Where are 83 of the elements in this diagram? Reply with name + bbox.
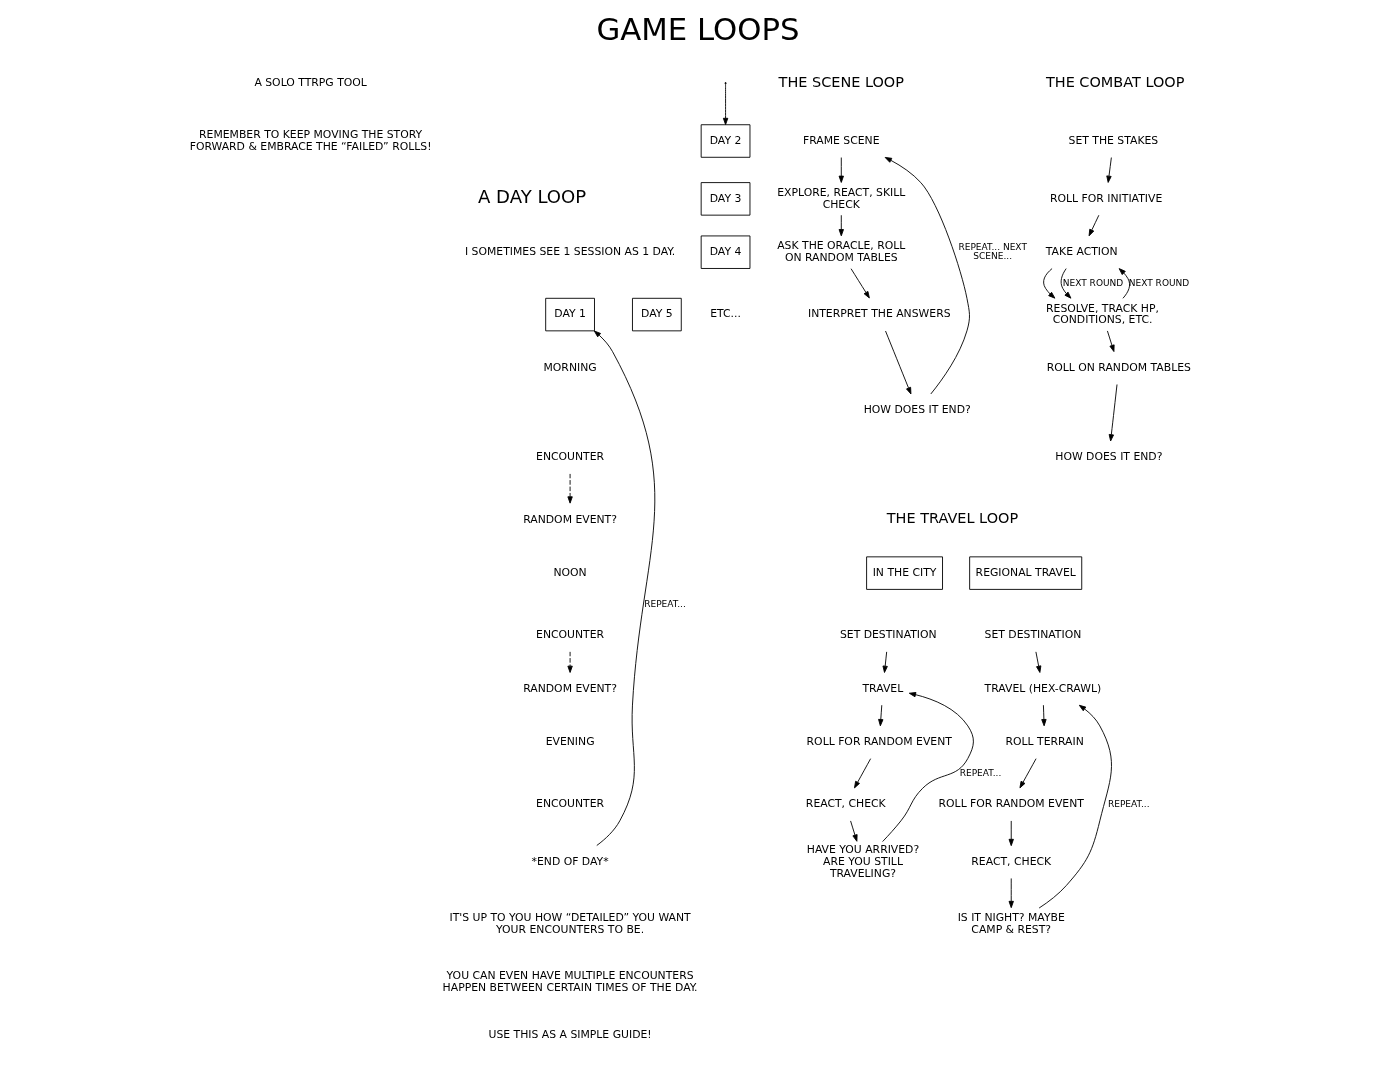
arrow [1106,157,1112,183]
node-box: DAY 2 [700,124,751,158]
node-text: EXPLORE, REACT, SKILL CHECK [777,185,906,211]
arrow [1019,758,1037,789]
arrow [854,758,872,789]
arrow [882,692,974,843]
node-text: FRAME SCENE [802,133,880,147]
node-text: REACT, CHECK [971,854,1052,868]
arrow [1043,268,1056,299]
arrow [1088,214,1100,237]
arrow [850,268,870,299]
arrow [1041,704,1047,727]
node-text: INTERPRET THE ANSWERS [807,307,951,321]
node-text: NOON [553,565,587,579]
edge-label: REPEAT... [644,598,686,609]
edge-label: REPEAT... [959,767,1002,778]
node-text: ENCOUNTER [536,797,605,811]
node-text: EVENING [545,734,595,748]
node-text: *END OF DAY* [531,854,609,868]
node-box: IN THE CITY [866,556,943,590]
arrow [878,704,884,727]
node-text: HOW DOES IT END? [1055,450,1163,464]
edge-label: NEXT ROUND [1128,277,1190,288]
node-text: IS IT NIGHT? MAYBE CAMP & REST? [957,911,1065,937]
node-box: REGIONAL TRAVEL [969,556,1083,590]
node-box: DAY 5 [632,297,682,332]
arrow [882,651,888,673]
node-text: TAKE ACTION [1045,245,1118,259]
label: A SOLO TTRPG TOOL [254,75,367,89]
label: IT'S UP TO YOU HOW “DETAILED” YOU WANT YOUR ENCOUNTERS TO BE. [449,911,691,937]
arrow [1118,268,1130,299]
arrow [1008,820,1014,847]
arrow [838,214,844,237]
node-text: RANDOM EVENT? [523,681,617,695]
arrow [1060,268,1072,299]
edge-label: NEXT ROUND [1062,277,1124,288]
label: REMEMBER TO KEEP MOVING THE STORY FORWARD & EMBRACE THE “FAILED” ROLLS! [189,127,432,153]
arrow [884,156,970,395]
arrow [567,651,573,673]
label: THE TRAVEL LOOP [886,510,1019,527]
node-text: ROLL FOR RANDOM EVENT [938,797,1084,811]
arrow [1008,878,1014,909]
arrow [1108,384,1118,442]
node-text: ROLL FOR INITIATIVE [1050,191,1163,205]
arrow [850,820,858,842]
node-text: ROLL ON RANDOM TABLES [1046,360,1191,374]
node-box: DAY 1 [545,297,595,332]
label: YOU CAN EVEN HAVE MULTIPLE ENCOUNTERS HAPPEN BETWEEN CERTAIN TIMES OF THE DAY. [442,969,698,994]
node-text: ENCOUNTER [536,628,605,642]
label: I SOMETIMES SEE 1 SESSION AS 1 DAY. [464,245,676,259]
node-box: DAY 4 [700,235,751,269]
arrow [567,473,573,504]
node-text: TRAVEL (HEX-CRAWL) [984,681,1102,695]
node-text: RANDOM EVENT? [523,512,617,526]
arrow [1038,704,1112,909]
node-text: HOW DOES IT END? [863,403,971,417]
arrow [593,330,656,846]
node-text: HAVE YOU ARRIVED? ARE YOU STILL TRAVELING? [806,843,920,880]
label: THE SCENE LOOP [778,73,904,90]
node-text: ENCOUNTER [536,450,605,464]
node-text: ROLL TERRAIN [1005,734,1084,748]
node-text: SET DESTINATION [984,628,1082,642]
edge-label: REPEAT... [1107,798,1150,809]
arrow [1106,330,1115,352]
node-text: SET THE STAKES [1068,133,1159,147]
node-text: REACT, CHECK [805,797,886,811]
label: USE THIS AS A SIMPLE GUIDE! [488,1028,652,1042]
label: ETC... [710,307,741,321]
arrow [1035,651,1042,673]
arrow [885,330,912,395]
node-text: ROLL FOR RANDOM EVENT [806,734,952,748]
label: A DAY LOOP [478,186,587,208]
node-text: TRAVEL [862,681,904,695]
arrow [722,83,729,126]
label: THE COMBAT LOOP [1045,73,1185,90]
node-text: SET DESTINATION [839,628,937,642]
arrow [838,157,844,183]
node-box: DAY 3 [700,182,751,216]
node-text: ASK THE ORACLE, ROLL ON RANDOM TABLES [777,239,906,264]
node-text: RESOLVE, TRACK HP, CONDITIONS, ETC. [1046,301,1159,327]
diagram-title: GAME LOOPS [596,10,800,47]
edge-label: REPEAT... NEXT SCENE... [958,241,1027,262]
node-text: MORNING [543,360,597,374]
